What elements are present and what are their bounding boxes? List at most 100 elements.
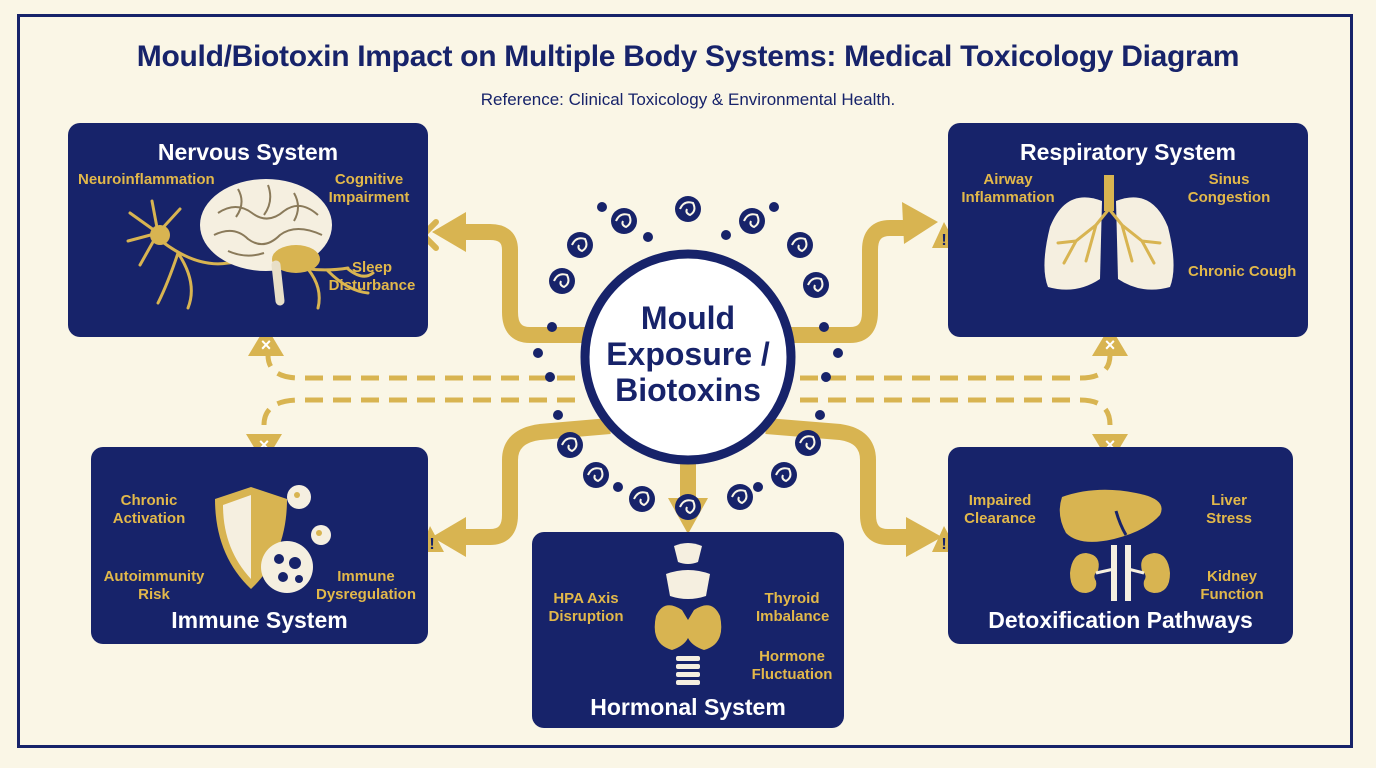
spore-icon	[557, 432, 583, 458]
arrow-to-detox	[765, 418, 908, 545]
label-cognitive-line-1: Cognitive	[334, 171, 404, 188]
spore-icon	[549, 268, 575, 294]
label-hpa-line-2: Disruption	[548, 608, 624, 625]
spore-dot	[545, 372, 555, 382]
lungs-icon	[1044, 175, 1174, 290]
dashed-to-nervous	[265, 354, 575, 381]
label-sinus-line-1: Sinus	[1208, 171, 1250, 188]
label-impaired-line-2: Clearance	[964, 510, 1036, 527]
label-autoimmunity-line-1: Autoimmunity	[103, 568, 205, 585]
thyroid-icon	[654, 543, 722, 685]
spore-icon	[675, 196, 701, 222]
spore-icon	[727, 484, 753, 510]
spore-ring	[533, 196, 843, 520]
label-kidney-line-1: Kidney	[1206, 568, 1257, 585]
label-hormone-line-1: Hormone	[759, 648, 825, 665]
spore-icon	[771, 462, 797, 488]
liver-kidney-icon	[1059, 489, 1170, 601]
arrow-to-immune	[462, 418, 611, 545]
spore-icon	[787, 232, 813, 258]
spore-icon	[803, 272, 829, 298]
page-title: Mould/Biotoxin Impact on Multiple Body S…	[136, 40, 1240, 73]
spore-icon	[675, 494, 701, 520]
warning-marker-detox: !	[941, 536, 946, 553]
blocked-marker-immune: ×	[259, 435, 270, 455]
label-airway-line-2: Inflammation	[961, 189, 1055, 206]
label-chronic-line-1: Chronic	[120, 492, 178, 509]
label-hpa-line-1: HPA Axis	[553, 590, 619, 607]
spore-dot	[597, 202, 607, 212]
panel-respiratory-system: Respiratory System Airway Inflammation S…	[948, 123, 1308, 337]
label-neuroinflammation: Neuroinflammation	[78, 171, 215, 188]
spore-icon	[739, 208, 765, 234]
label-liver-stress: Liver Stress	[1194, 492, 1264, 528]
warning-marker-immune: !	[429, 536, 434, 553]
spore-dot	[553, 410, 563, 420]
panel-title-respiratory: Respiratory System	[1019, 139, 1237, 165]
spore-dot	[643, 232, 653, 242]
spore-dot	[533, 348, 543, 358]
label-thyroid-line-2: Imbalance	[756, 608, 830, 625]
label-impaired-line-1: Impaired	[968, 492, 1032, 509]
label-impaired-clearance: Impaired Clearance	[962, 492, 1038, 528]
spore-dot	[833, 348, 843, 358]
label-cognitive-line-2: Impairment	[328, 189, 410, 206]
hub-line-1: Mould	[640, 300, 736, 336]
blocked-marker-nervous: ×	[261, 335, 272, 355]
label-hormone-fluctuation: Hormone Fluctuation	[746, 648, 838, 684]
label-hpa-disruption: HPA Axis Disruption	[544, 590, 628, 626]
brain-neuron-icon	[126, 179, 375, 310]
spore-dot	[613, 482, 623, 492]
spore-dot	[721, 230, 731, 240]
shield-cells-icon	[215, 485, 331, 593]
label-thyroid-imbalance: Thyroid Imbalance	[756, 590, 830, 626]
outer-frame	[17, 14, 1353, 748]
label-liver-line-2: Stress	[1206, 510, 1252, 527]
label-chronic-activation: Chronic Activation	[109, 492, 189, 528]
spore-dot	[547, 322, 557, 332]
label-dysregulation-line-1: Immune	[337, 568, 395, 585]
dashed-to-respiratory	[800, 354, 1113, 381]
label-airway-line-1: Airway	[983, 171, 1033, 188]
label-sleep-line-2: Disturbance	[328, 277, 416, 294]
label-kidney-line-2: Function	[1200, 586, 1264, 603]
dashed-to-detox	[800, 397, 1113, 426]
panel-hormonal-system: HPA Axis Disruption Thyroid Imbalance Ho…	[532, 532, 844, 728]
spore-dot	[821, 372, 831, 382]
panel-title-nervous: Nervous System	[157, 139, 339, 165]
spore-dot	[769, 202, 779, 212]
label-sleep-line-1: Sleep	[351, 259, 393, 276]
panel-title-immune: Immune System	[171, 607, 348, 633]
spore-dot	[753, 482, 763, 492]
hub-label: Mould Exposure / Biotoxins	[578, 300, 798, 408]
arrowhead-nervous	[432, 212, 466, 252]
label-immune-dysregulation: Immune Dysregulation	[313, 568, 419, 604]
blocked-marker-respiratory: ×	[1105, 335, 1116, 355]
blocked-marker-detox: ×	[1105, 435, 1116, 455]
label-airway-inflammation: Airway Inflammation	[958, 171, 1058, 207]
panel-immune-system: Chronic Activation Autoimmunity Risk Imm…	[91, 447, 428, 644]
spore-icon	[567, 232, 593, 258]
spore-icon	[611, 208, 637, 234]
panel-nervous-system: Nervous System Neuroinflammation Cogniti…	[68, 123, 428, 337]
arrow-to-nervous	[462, 224, 588, 343]
spore-icon	[795, 430, 821, 456]
dashed-to-immune	[261, 397, 575, 426]
label-sleep-disturbance: Sleep Disturbance	[324, 259, 420, 295]
page-subtitle: Reference: Clinical Toxicology & Environ…	[480, 90, 896, 109]
label-sinus-congestion: Sinus Congestion	[1184, 171, 1274, 207]
arrowhead-immune	[432, 517, 466, 557]
hub-line-2: Exposure /	[606, 336, 770, 372]
panel-title-detox: Detoxification Pathways	[988, 607, 1253, 633]
label-cognitive-impairment: Cognitive Impairment	[324, 171, 414, 207]
spore-icon	[583, 462, 609, 488]
label-autoimmunity-risk: Autoimmunity Risk	[99, 568, 209, 604]
label-dysregulation-line-2: Dysregulation	[315, 586, 417, 603]
panel-detoxification-pathways: Impaired Clearance Liver Stress Kidney F…	[948, 447, 1293, 644]
label-thyroid-line-1: Thyroid	[764, 590, 820, 607]
spore-dot	[815, 410, 825, 420]
panel-title-hormonal: Hormonal System	[590, 694, 786, 720]
arrowhead-respiratory	[902, 202, 938, 244]
hub-line-3: Biotoxins	[615, 372, 761, 408]
label-liver-line-1: Liver	[1211, 492, 1247, 509]
